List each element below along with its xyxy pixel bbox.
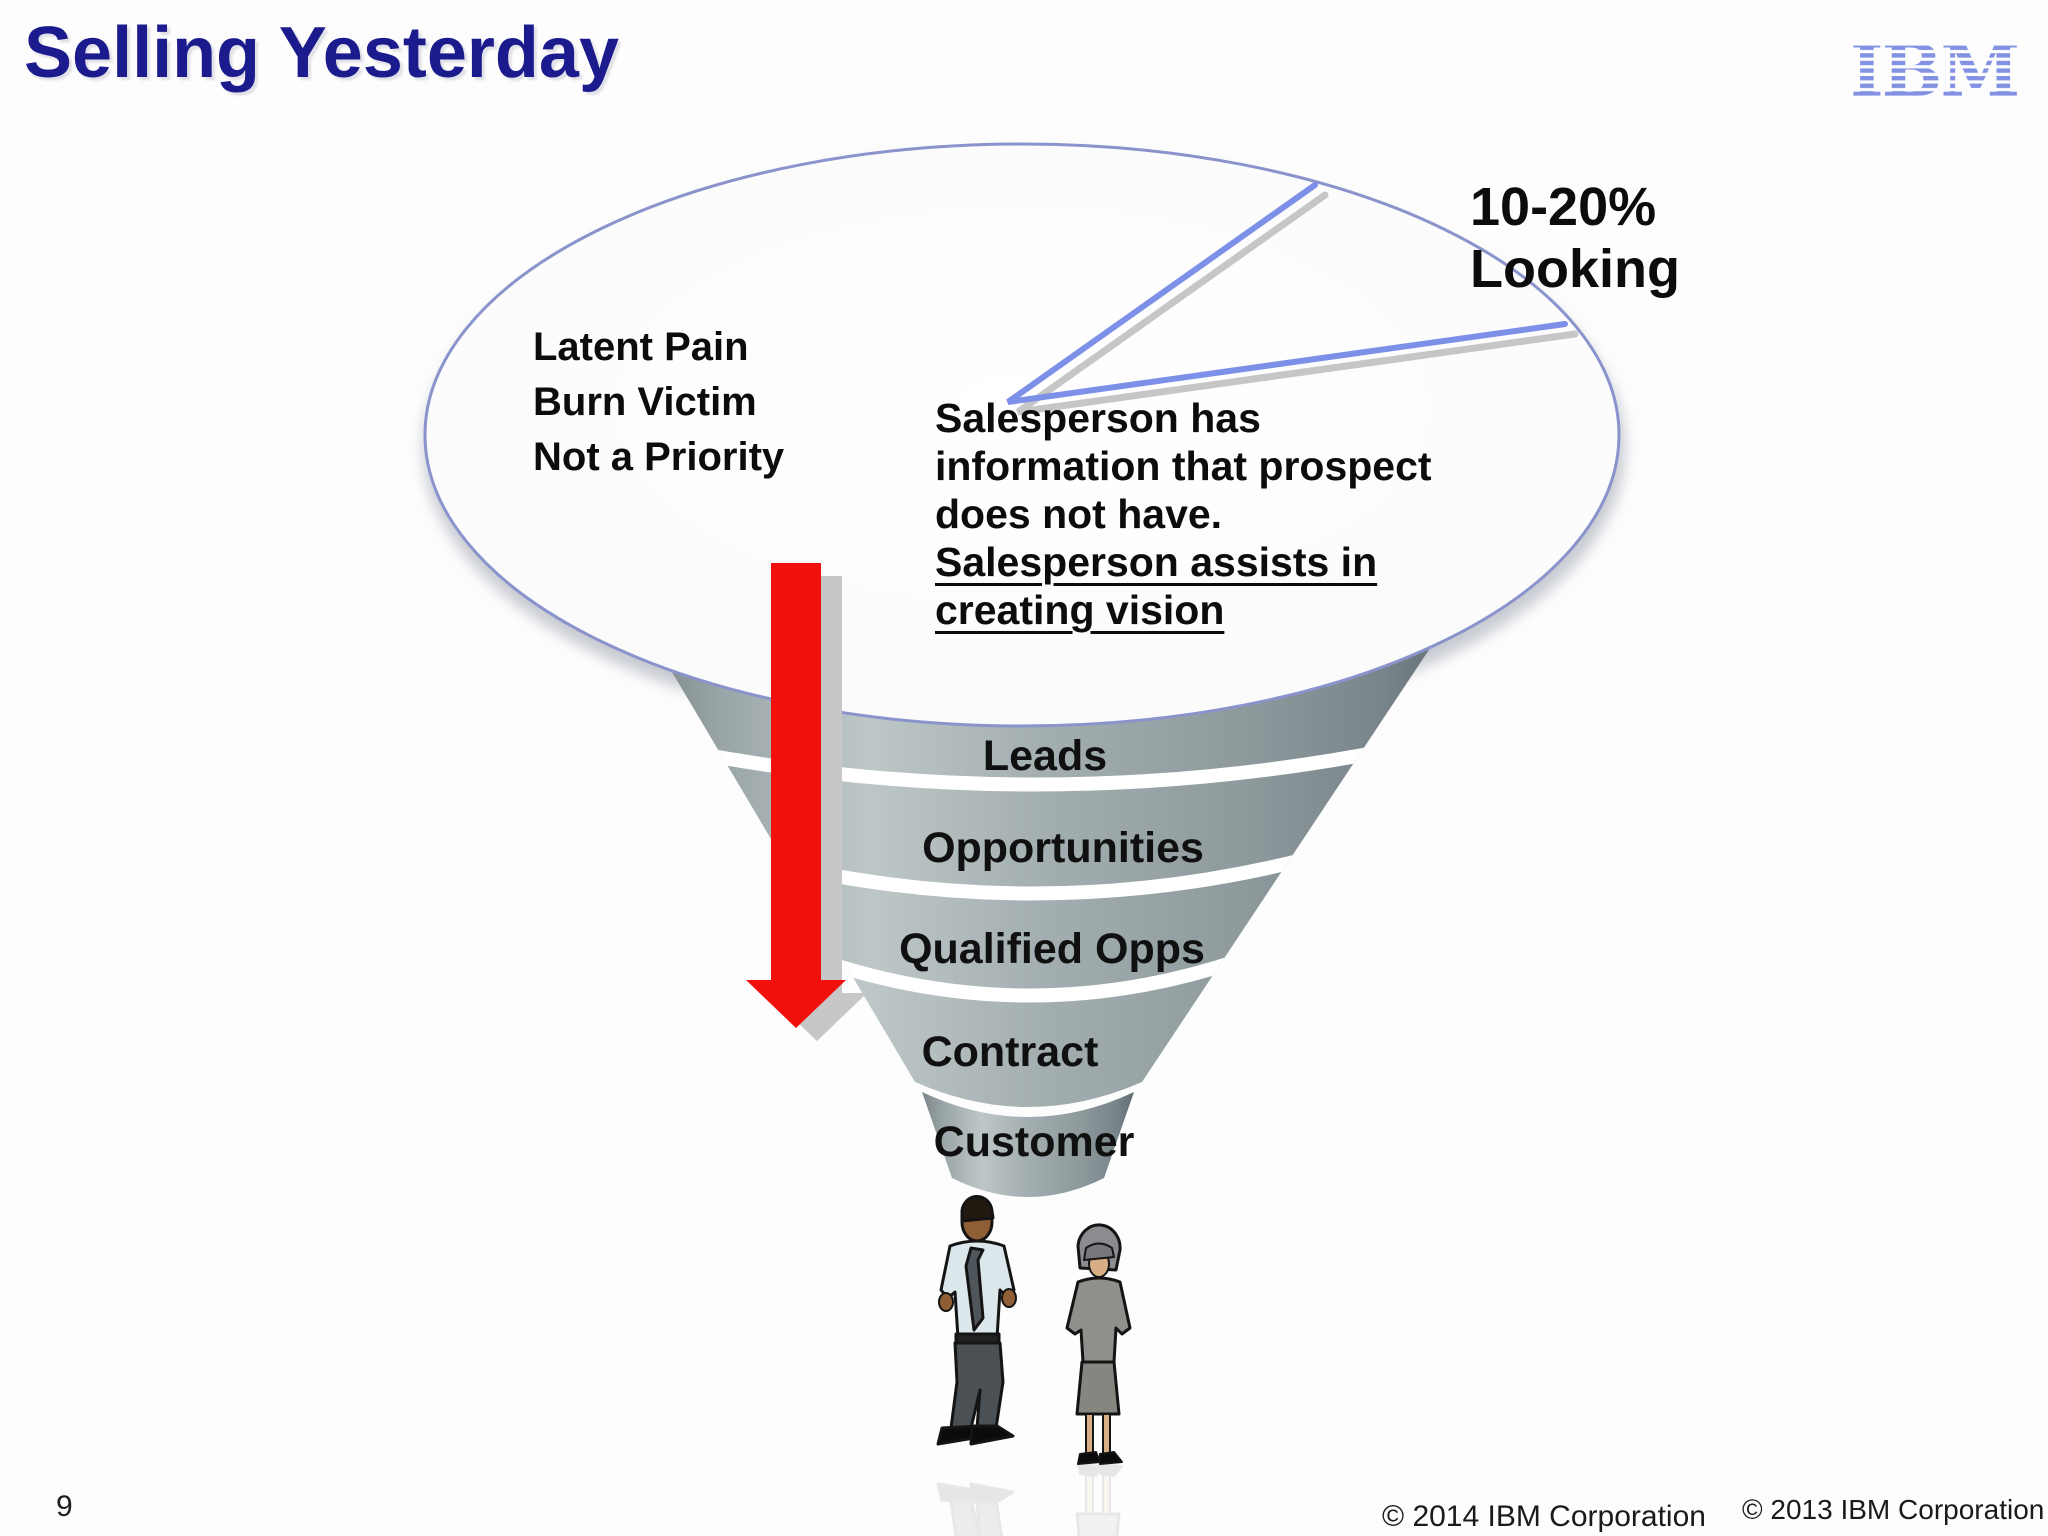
center-annotation-line: Salesperson has xyxy=(935,395,1261,441)
man-figure xyxy=(936,1195,1017,1446)
page-number: 9 xyxy=(56,1490,73,1523)
copyright-left: © 2014 IBM Corporation xyxy=(1382,1500,1706,1533)
funnel-stage-opportunities: Opportunities xyxy=(922,824,1204,872)
center-annotation-line: does not have. xyxy=(935,491,1223,537)
down-arrow xyxy=(746,563,867,1041)
funnel-stage-leads: Leads xyxy=(982,732,1108,780)
funnel-stage-qualified-opps: Qualified Opps xyxy=(899,925,1205,973)
wedge-label-word: Looking xyxy=(1470,239,1680,299)
funnel-separator xyxy=(822,953,1243,1003)
left-annotation-line: Burn Victim xyxy=(533,380,757,424)
center-annotation-underlined-line: Salesperson assists in xyxy=(935,539,1378,585)
left-annotation: Latent Pain Burn Victim Not a Priority xyxy=(533,320,784,485)
wedge-lines xyxy=(1006,182,1579,416)
left-annotation-line: Not a Priority xyxy=(533,435,785,479)
funnel-dish xyxy=(423,142,1621,728)
copyright-right: © 2013 IBM Corporation xyxy=(1742,1494,2045,1525)
ibm-logo-text: IBM xyxy=(1850,28,2018,113)
funnel-body xyxy=(640,615,1452,1197)
funnel-spout xyxy=(922,1092,1134,1197)
left-annotation-line: Latent Pain xyxy=(533,325,749,369)
slide-title: Selling Yesterday xyxy=(24,13,619,93)
wedge-label: 10-20% Looking xyxy=(1470,176,1680,300)
woman-figure xyxy=(1065,1223,1132,1465)
wedge-label-percent: 10-20% xyxy=(1470,177,1657,237)
center-annotation: Salesperson has information that prospec… xyxy=(935,394,1432,634)
ibm-logo: IBM xyxy=(1850,28,2020,113)
center-annotation-underlined-line: creating vision xyxy=(935,587,1225,633)
center-annotation-line: information that prospect xyxy=(935,443,1432,489)
funnel-stage-customer: Customer xyxy=(933,1118,1135,1166)
people-clipart xyxy=(936,1195,1132,1536)
down-arrow-red xyxy=(746,563,846,1028)
funnel-stage-contract: Contract xyxy=(921,1028,1099,1076)
